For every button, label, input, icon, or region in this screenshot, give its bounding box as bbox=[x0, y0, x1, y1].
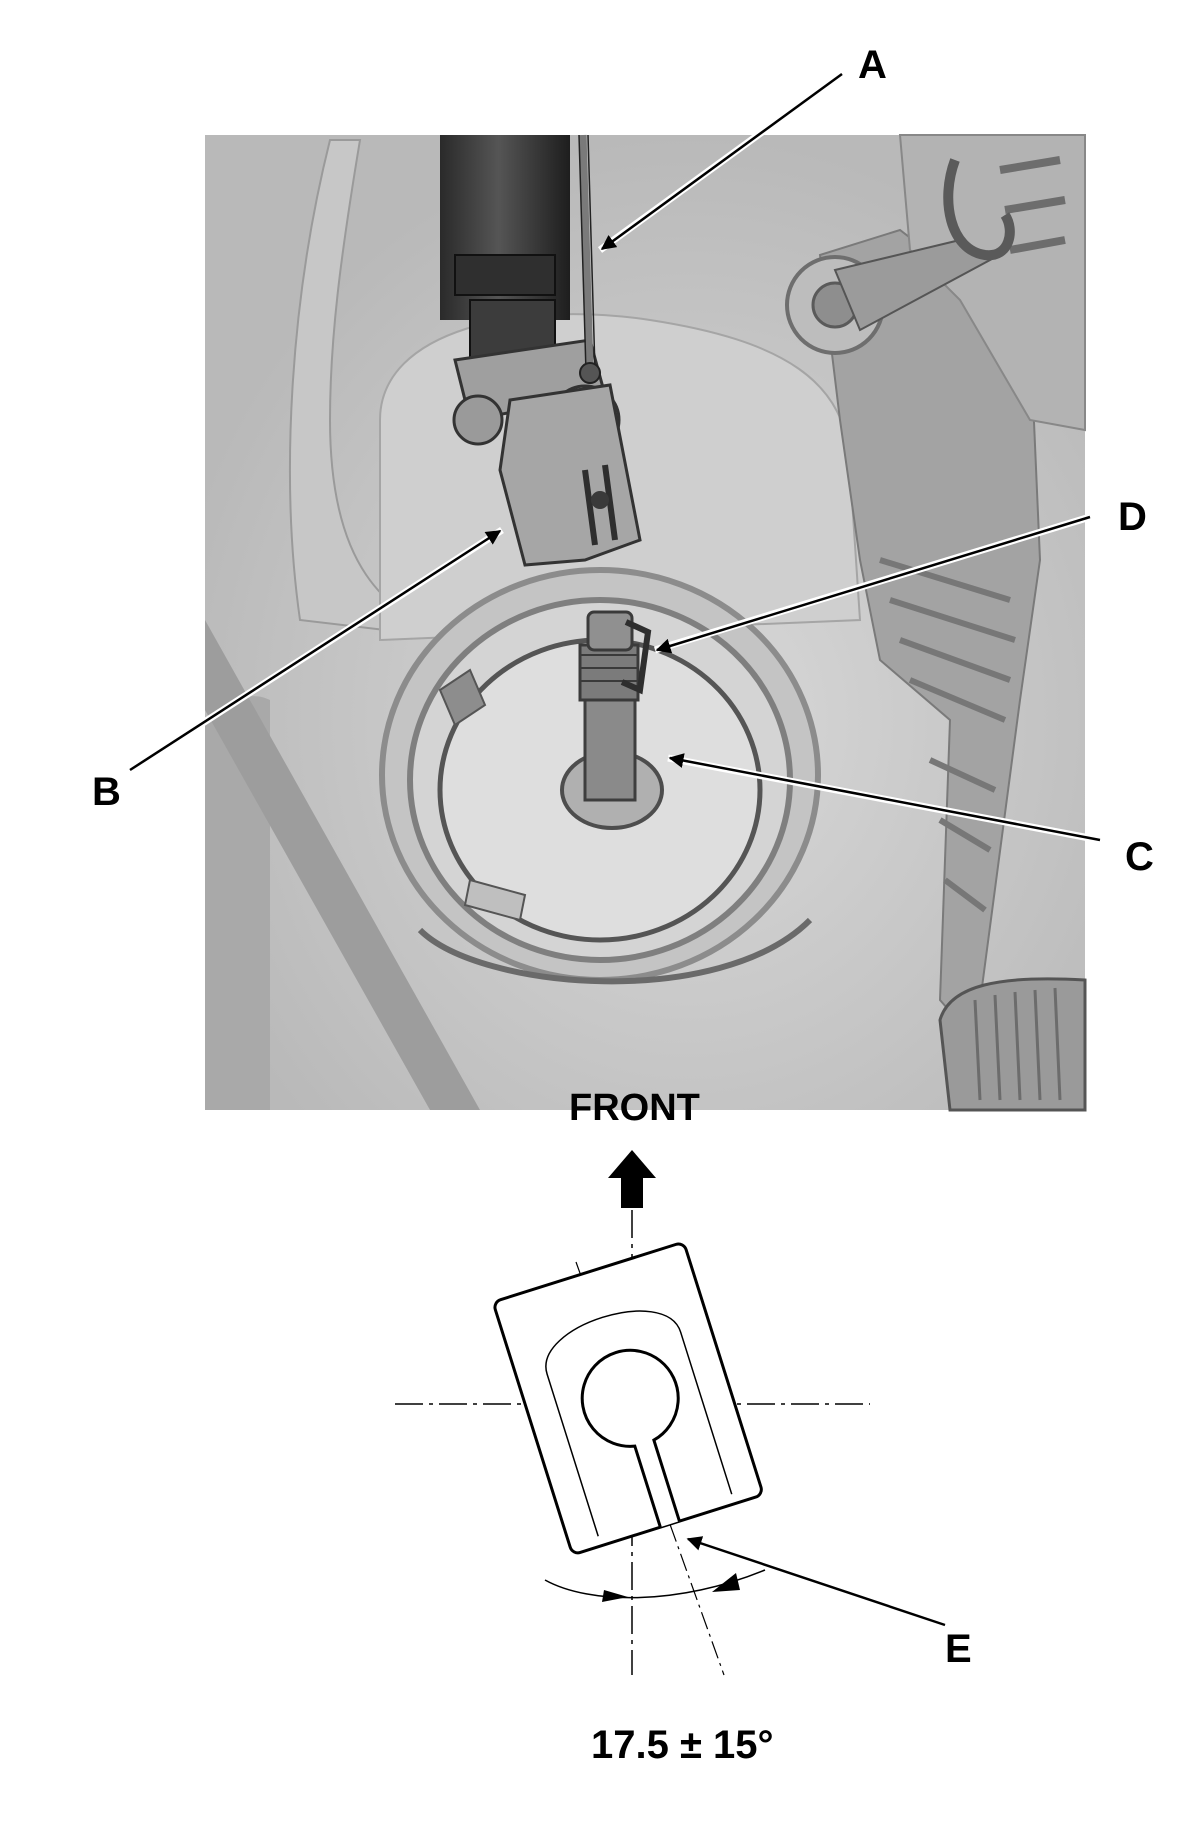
front-arrow-icon bbox=[608, 1150, 656, 1208]
pinion-top bbox=[586, 610, 634, 652]
angle-spec-label: 17.5 ± 15° bbox=[591, 1723, 774, 1767]
pinion-spline-lines bbox=[580, 654, 638, 682]
leader-lines bbox=[128, 71, 1101, 844]
bracket-ribs bbox=[879, 557, 1016, 913]
pinion-clip bbox=[620, 619, 652, 695]
angle-tick-right-icon bbox=[712, 1573, 740, 1592]
seal-lower-lip bbox=[417, 917, 813, 985]
u-joint-lower-yoke bbox=[498, 383, 642, 567]
steering-shaft-collar bbox=[454, 254, 556, 296]
rod-a-end bbox=[579, 362, 601, 384]
u-joint-clamp-hole bbox=[591, 491, 609, 509]
leader-line-e bbox=[686, 1536, 946, 1627]
front-label: FRONT bbox=[569, 1087, 700, 1129]
u-joint-pin-left bbox=[452, 394, 504, 446]
clip-hook bbox=[943, 158, 1015, 261]
callout-e: E bbox=[945, 1627, 972, 1671]
leader-line-c bbox=[668, 753, 1101, 842]
rod-a-outline bbox=[578, 134, 596, 373]
callout-b: B bbox=[92, 770, 121, 814]
callout-d: D bbox=[1118, 495, 1147, 539]
component-view bbox=[205, 134, 1087, 1112]
yoke-bore-and-slot bbox=[580, 1348, 681, 1528]
leader-line-d bbox=[655, 515, 1091, 654]
floor-trim-left bbox=[205, 135, 270, 1110]
yoke-inner-recess bbox=[545, 1310, 733, 1537]
pinion-spline bbox=[578, 643, 640, 702]
bracket-slots bbox=[999, 156, 1066, 254]
pedal-pad bbox=[938, 977, 1087, 1112]
callout-c: C bbox=[1125, 835, 1154, 879]
floor-diagonal-edge bbox=[205, 620, 480, 1110]
leader-line-a bbox=[600, 72, 843, 251]
pedal-pad-ribs bbox=[973, 987, 1062, 1101]
yoke-section bbox=[493, 1242, 763, 1555]
seal-tab-left bbox=[438, 668, 487, 727]
alignment-schematic bbox=[395, 1210, 946, 1676]
angle-tick-left-icon bbox=[602, 1590, 628, 1602]
seal-tab-bottom bbox=[463, 878, 527, 922]
callout-a: A bbox=[858, 43, 887, 87]
u-joint-slot bbox=[582, 464, 618, 546]
rod-a bbox=[579, 134, 594, 371]
pinion-shaft bbox=[583, 688, 637, 802]
leader-line-b bbox=[129, 529, 502, 772]
